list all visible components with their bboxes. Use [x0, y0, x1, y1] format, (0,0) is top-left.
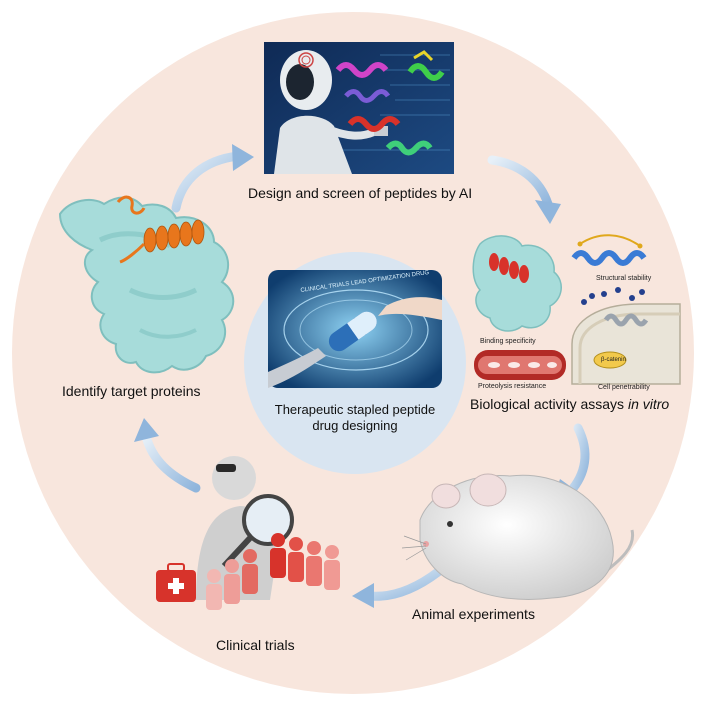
binding-specificity-label: Binding specificity: [480, 338, 536, 345]
center-drug-image: [268, 270, 442, 388]
structural-stability-label: Structural stability: [596, 275, 652, 282]
clinical-step-label: Clinical trials: [216, 637, 295, 653]
arrow-design-to-assays: [487, 155, 561, 224]
mouse-image: [401, 473, 635, 600]
proteolysis-resistance-label: Proteolysis resistance: [478, 383, 547, 390]
center-title-line2: drug designing: [312, 418, 398, 433]
clinical-trials-image: [156, 456, 340, 610]
center-title-line1: Therapeutic stapled peptide: [274, 402, 436, 417]
design-step-label: Design and screen of peptides by AI: [248, 185, 473, 201]
binding-specificity-image: [472, 235, 562, 332]
identify-step-label: Identify target proteins: [62, 383, 201, 399]
arrow-clinical-to-identify: [134, 418, 201, 493]
assays-label-text: Biological activity assays: [470, 396, 628, 412]
cell-penetrability-label: Cell penetrability: [598, 384, 650, 391]
target-protein-image: [58, 195, 235, 374]
animal-step-label: Animal experiments: [412, 606, 535, 622]
arrow-identify-to-design: [171, 144, 254, 213]
arrow-animal-to-clinical: [352, 567, 443, 608]
center-title: Therapeutic stapled peptide drug designi…: [262, 402, 448, 434]
cell-penetrability-image: [571, 287, 681, 385]
structural-stability-image: [571, 234, 647, 266]
catenin-label: β-catenin: [601, 357, 626, 363]
assays-step-label: Biological activity assays in vitro: [470, 396, 669, 413]
assays-label-italic: in vitro: [627, 396, 670, 412]
ai-robot-image: [264, 42, 454, 174]
proteolysis-resistance-image: [474, 350, 566, 380]
